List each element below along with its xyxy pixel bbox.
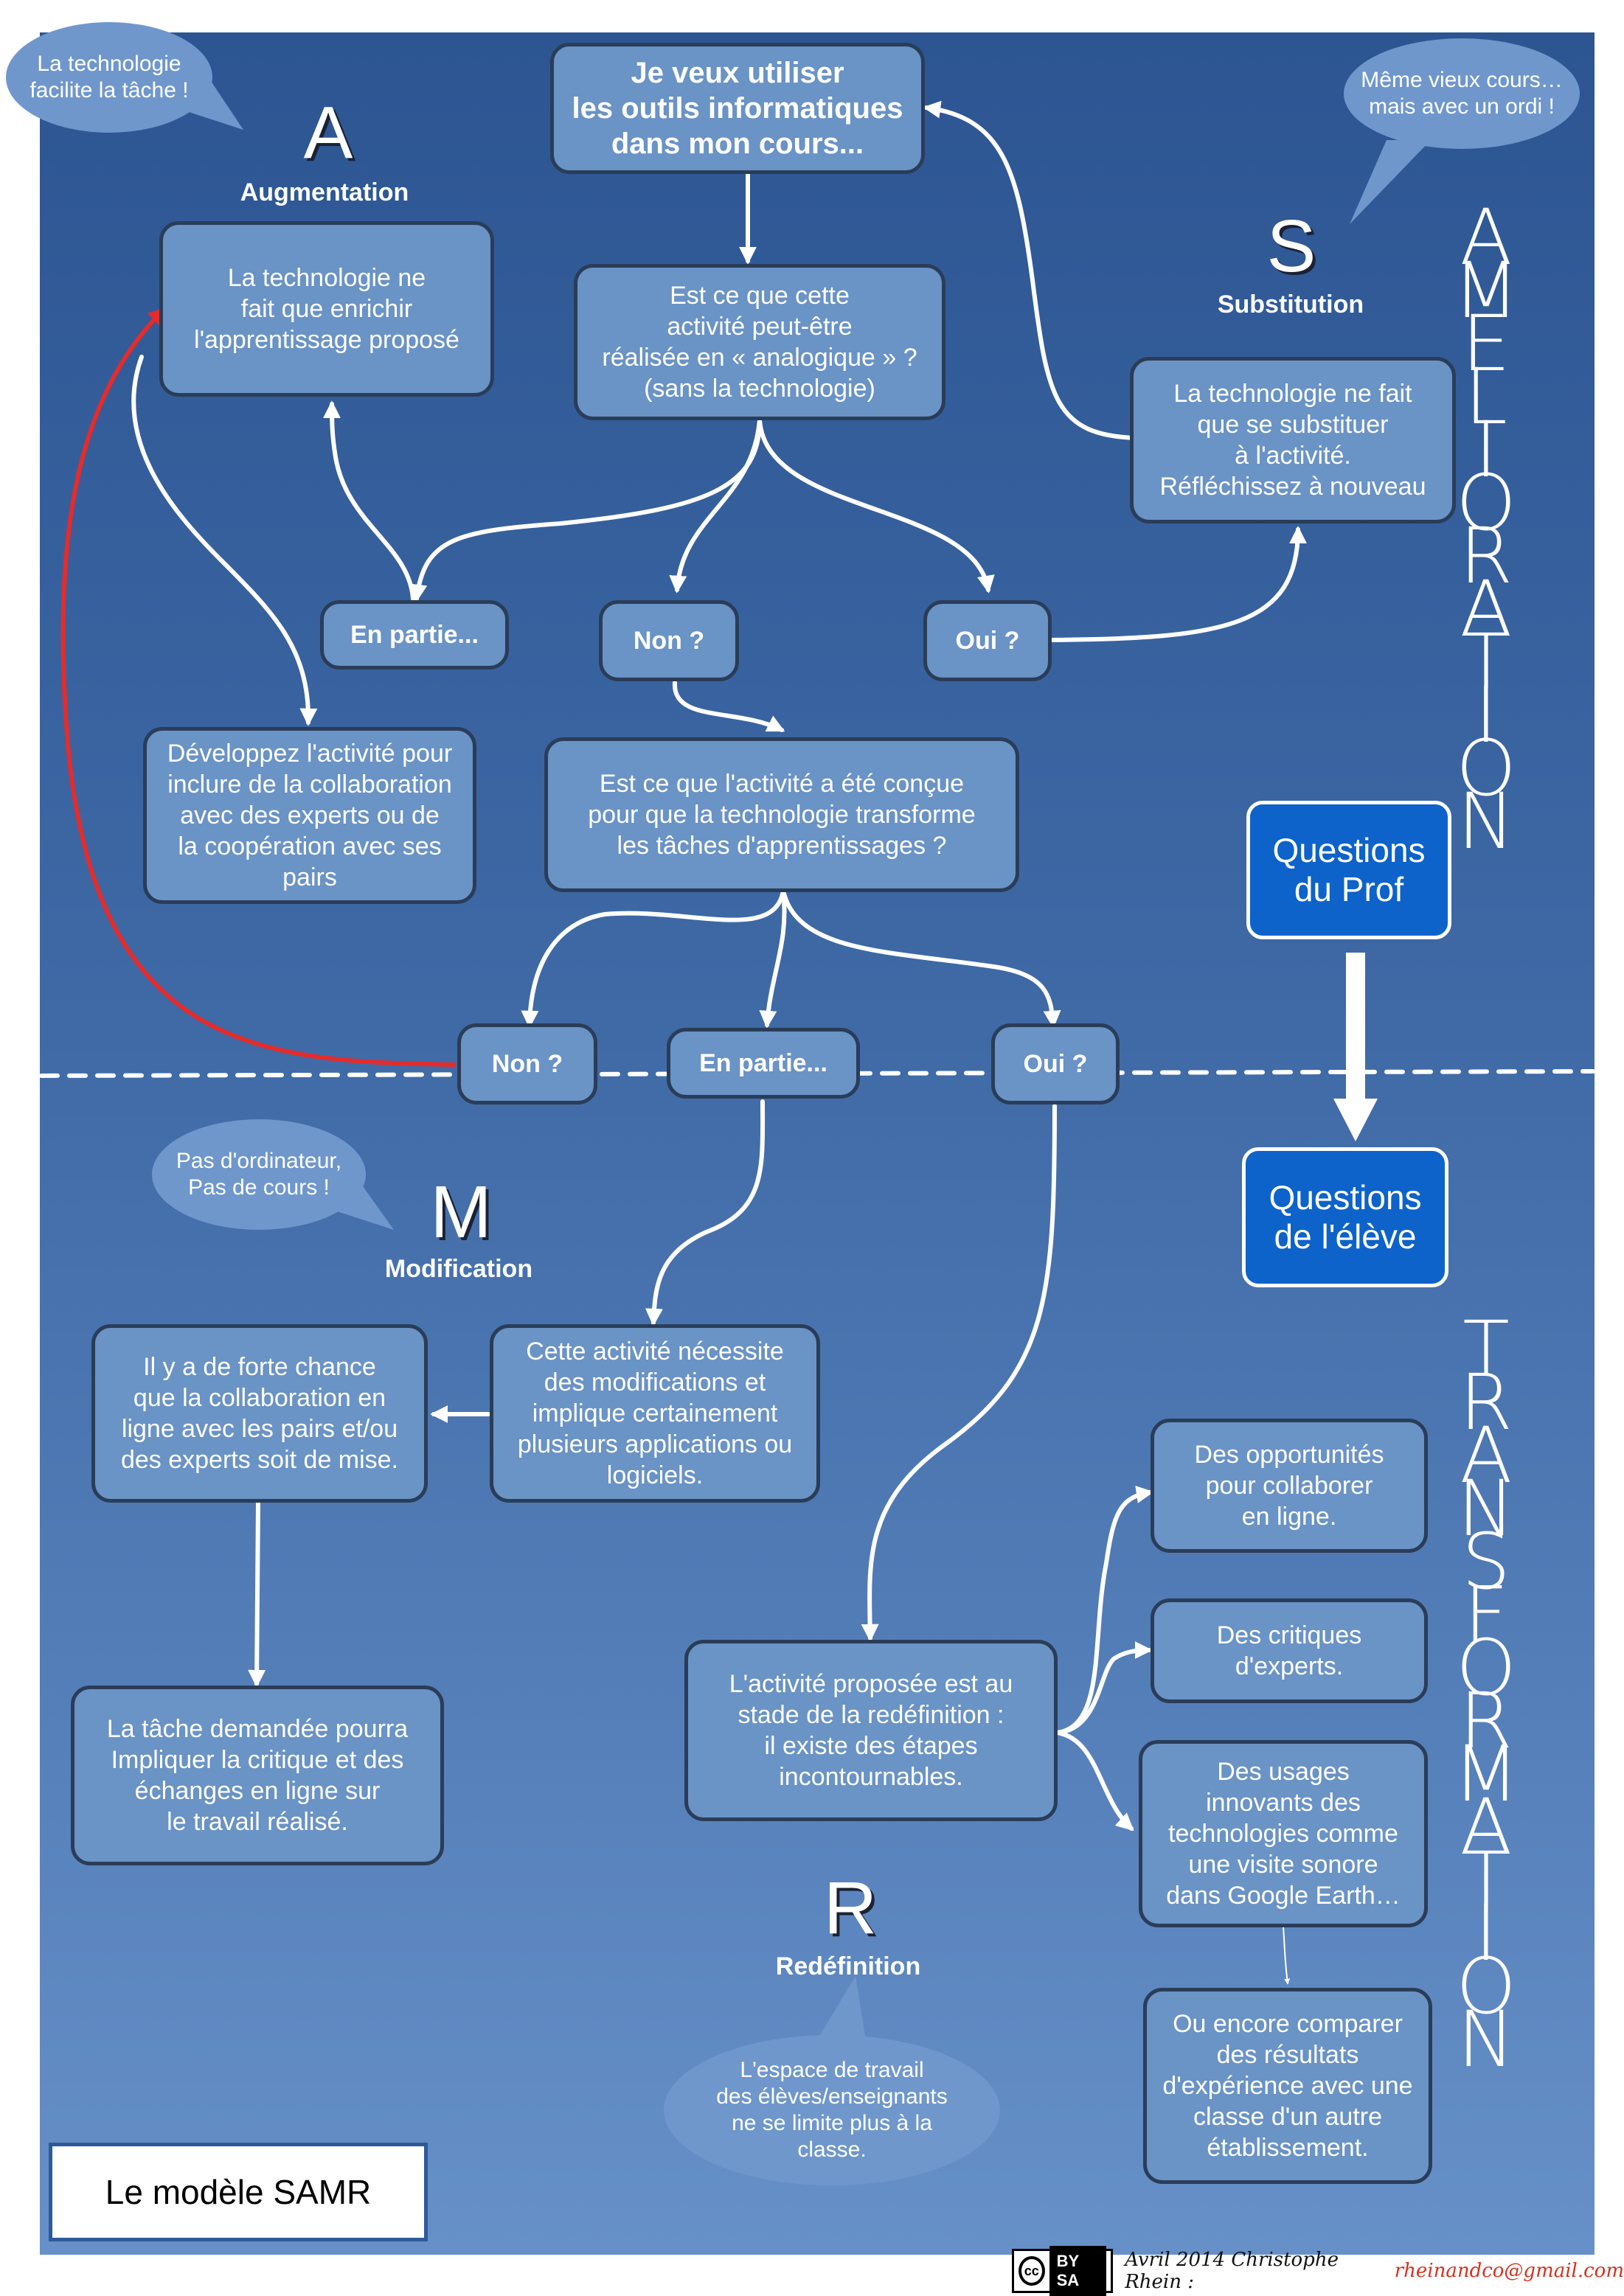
substitution-description-node: La technologie ne fait que se substituer…	[1130, 357, 1456, 523]
section-letter: T	[1462, 617, 1510, 707]
answer-partial-node: En partie...	[320, 600, 509, 669]
section-letter: M	[1453, 246, 1519, 335]
license-by: BY	[1056, 2252, 1079, 2270]
section-letter: O	[1456, 1941, 1516, 2031]
section-letter: M	[1453, 1729, 1519, 1819]
question-transform-node: Est ce que l'activité a été conçue pour …	[544, 737, 1019, 892]
section-letter: R	[1459, 1676, 1513, 1766]
innovative-usages-node: Des usages innovants des technologies co…	[1139, 1740, 1428, 1927]
section-letter: O	[1456, 723, 1516, 813]
task-node: La tâche demandée pourra Impliquer la cr…	[71, 1686, 444, 1865]
question-analog-node: Est ce que cette activité peut-être réal…	[574, 264, 945, 420]
license-sa: SA	[1056, 2271, 1080, 2289]
author-email[interactable]: rheinandco@gmail.com	[1394, 2260, 1624, 2282]
section-letter: N	[1457, 776, 1515, 866]
section-letter: O	[1456, 458, 1516, 548]
section-letter: S	[1461, 1517, 1510, 1607]
letter-r: R	[823, 1867, 878, 1949]
letter-s: S	[1266, 205, 1316, 288]
answer-yes-2-node: Oui ?	[991, 1023, 1120, 1104]
letter-a: A	[303, 91, 353, 174]
section-letter: N	[1457, 1464, 1515, 1554]
answer-no-node: Non ?	[599, 600, 739, 681]
section-letter: T	[1462, 1835, 1510, 1925]
bubble-augmentation: La technologie facilite la tâche !	[6, 22, 212, 133]
start-node: Je veux utiliser les outils informatique…	[550, 43, 925, 174]
cc-by-sa-block: BY SA	[1049, 2246, 1107, 2296]
opportunities-node: Des opportunités pour collaborer en lign…	[1151, 1419, 1428, 1553]
collaboration-node: Il y a de forte chance que la collaborat…	[91, 1324, 428, 1503]
bubble-substitution: Même vieux cours… mais avec un ordi !	[1344, 38, 1580, 149]
develop-activity-node: Développez l'activité pour inclure de la…	[143, 727, 476, 904]
section-letter: R	[1459, 511, 1513, 601]
section-letter: A	[1460, 192, 1513, 282]
credit-line: cc BY SA Avril 2014 Christophe Rhein : r…	[1012, 2246, 1624, 2296]
bubble-redefinition: L'espace de travail des élèves/enseignan…	[664, 2035, 1000, 2185]
section-letter: F	[1464, 1570, 1508, 1660]
author-text: Avril 2014 Christophe Rhein :	[1125, 2249, 1339, 2293]
section-letter: A	[1460, 564, 1513, 654]
section-letter: I	[1474, 1888, 1498, 1978]
cc-icon: cc	[1019, 2256, 1045, 2286]
section-letter: E	[1462, 299, 1510, 389]
section-letter: N	[1457, 1994, 1515, 2084]
section-letter: A	[1460, 1782, 1513, 1872]
letter-m: M	[430, 1171, 492, 1253]
section-letter: L	[1465, 352, 1507, 442]
section-letter: A	[1460, 1410, 1513, 1500]
section-letter: I	[1474, 405, 1498, 495]
label-redefinition: Redéfinition	[775, 1952, 921, 1980]
teacher-questions-box: Questions du Prof	[1246, 801, 1451, 939]
answer-no-2-node: Non ?	[457, 1023, 597, 1104]
answer-yes-node: Oui ?	[923, 600, 1052, 681]
label-modification: Modification	[384, 1255, 533, 1283]
section-letter: I	[1474, 670, 1498, 760]
label-substitution: Substitution	[1217, 291, 1364, 319]
modification-description-node: Cette activité nécessite des modificatio…	[490, 1324, 820, 1503]
compare-results-node: Ou encore comparer des résultats d'expér…	[1143, 1988, 1432, 2184]
bubble-modification: Pas d'ordinateur, Pas de cours !	[152, 1119, 366, 1230]
section-letter: T	[1462, 1304, 1510, 1394]
section-letter: R	[1459, 1357, 1513, 1447]
cc-license-badge: cc BY SA	[1012, 2246, 1114, 2296]
expert-critiques-node: Des critiques d'experts.	[1151, 1598, 1428, 1703]
redefinition-description-node: L'activité proposée est au stade de la r…	[684, 1640, 1058, 1821]
augmentation-description-node: La technologie ne fait que enrichir l'ap…	[159, 221, 494, 397]
answer-partial-2-node: En partie...	[667, 1028, 860, 1099]
legend-samr: Le modèle SAMR	[49, 2143, 428, 2241]
section-letter: O	[1456, 1623, 1516, 1713]
student-questions-box: Questions de l'élève	[1242, 1147, 1448, 1287]
label-augmentation: Augmentation	[240, 178, 409, 206]
